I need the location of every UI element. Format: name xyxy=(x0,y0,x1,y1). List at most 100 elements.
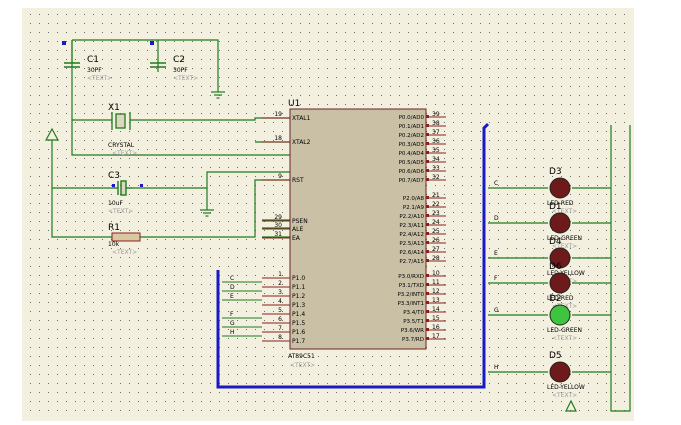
led-value: LED-GREEN xyxy=(547,327,582,334)
chip-pin-name: P1.3 xyxy=(292,302,305,309)
c2-ref: C2 xyxy=(173,55,185,65)
pin-marker xyxy=(426,124,429,127)
power-arrow-icon xyxy=(44,127,60,141)
c1-tag: <TEXT> xyxy=(87,75,112,82)
chip-pin-number: 12 xyxy=(432,288,440,295)
wires xyxy=(51,39,290,238)
led-tag: <TEXT> xyxy=(552,243,577,250)
pin-marker xyxy=(112,184,115,187)
chip-pin-number: 17 xyxy=(432,333,440,340)
wire-power-left xyxy=(51,140,112,238)
pin-marker xyxy=(140,184,143,187)
led-bulb-icon xyxy=(549,304,571,326)
chip-pin-name: P2.5/A13 xyxy=(399,241,424,247)
chip-pin-number: 24 xyxy=(432,219,440,226)
pin-marker xyxy=(62,41,66,45)
chip-pin-number: 2 xyxy=(278,280,282,287)
pin-marker xyxy=(426,223,429,226)
led-bulb-icon xyxy=(549,272,571,294)
bus-line xyxy=(216,122,490,389)
chip-pin-name: P0.6/AD6 xyxy=(399,169,425,175)
led-tag: <TEXT> xyxy=(552,208,577,215)
pin-marker xyxy=(426,232,429,235)
pin-marker xyxy=(426,292,429,295)
resistor-r1-symbol xyxy=(111,232,141,242)
chip-pin-name: P1.6 xyxy=(292,329,305,336)
chip-part: AT89C51 xyxy=(288,353,315,360)
led-ref: D1 xyxy=(549,202,562,212)
chip-pin-number: 5 xyxy=(278,307,282,314)
chip-pin-name: EA xyxy=(292,235,301,242)
r1-value: 10k xyxy=(108,241,120,248)
chip-pin-number: 35 xyxy=(432,147,440,154)
chip-pin-name: P1.1 xyxy=(292,284,305,291)
c3-ref: C3 xyxy=(108,171,120,181)
c3-value: 10uF xyxy=(108,200,123,207)
led-bulb-icon xyxy=(549,177,571,199)
x1-value: CRYSTAL xyxy=(108,142,135,149)
chip-pin-name: P3.3/INT1 xyxy=(397,301,424,307)
pin-marker xyxy=(426,196,429,199)
pin-marker xyxy=(426,283,429,286)
chip-ref: U1 xyxy=(288,99,300,109)
led-value: LED-RED xyxy=(547,295,574,302)
chip-pin-name: P3.1/TXD xyxy=(399,283,424,289)
pin-marker xyxy=(426,328,429,331)
bus-net-label: H xyxy=(494,364,499,371)
chip-pin-name: P0.2/AD2 xyxy=(399,133,424,139)
chip-pin-number: 1 xyxy=(278,271,282,278)
chip-pin-name: P3.5/T1 xyxy=(403,319,424,325)
chip-pin-name: P3.6/WR xyxy=(401,328,424,334)
chip-pin-number: 27 xyxy=(432,246,440,253)
pin-marker xyxy=(426,214,429,217)
pin-marker xyxy=(426,250,429,253)
chip-pin-number: 32 xyxy=(432,174,440,181)
wire-crystal-bot xyxy=(71,120,290,156)
led-return-wire xyxy=(610,125,631,412)
power-arrow-icon xyxy=(565,399,577,412)
c3-tag: <TEXT> xyxy=(108,208,133,215)
capacitor-c3-symbol xyxy=(112,180,132,196)
chip-pin-number: 11 xyxy=(432,279,440,286)
mcu-at89c51: U1AT89C51<TEXT>19XTAL118XTAL29RST29PSEN3… xyxy=(262,99,446,369)
pin-marker xyxy=(426,115,429,118)
grid-dots xyxy=(30,14,625,411)
chip-pin-number: 14 xyxy=(432,306,440,313)
led-bulb-icon xyxy=(549,212,571,234)
pin-marker xyxy=(426,241,429,244)
chip-pin-number: 3 xyxy=(278,289,282,296)
chip-pin-number: 26 xyxy=(432,237,440,244)
bus-net-label: D xyxy=(230,284,235,291)
chip-pin-number: 29 xyxy=(274,214,282,221)
bus-net-label: H xyxy=(230,329,235,336)
pin-marker xyxy=(426,169,429,172)
led-value: LED-YELLOW xyxy=(547,270,585,277)
led-ref: D3 xyxy=(549,167,562,177)
bus-net-label: F xyxy=(494,275,498,282)
pin-marker xyxy=(426,151,429,154)
chip-pin-number: 18 xyxy=(274,135,282,142)
chip-pin-name: PSEN xyxy=(292,218,308,225)
c2-tag: <TEXT> xyxy=(173,75,198,82)
chip-pin-name: P2.0/A8 xyxy=(403,196,425,202)
c2-value: 30PF xyxy=(173,67,188,74)
led-ref: D6 xyxy=(549,262,562,272)
chip-pin-name: P0.0/AD0 xyxy=(399,115,425,121)
chip-pin-number: 4 xyxy=(278,298,282,305)
crystal-x1-symbol xyxy=(111,112,131,130)
chip-tag: <TEXT> xyxy=(290,362,315,369)
chip-pin-name: ALE xyxy=(292,226,303,233)
chip-pin-number: 36 xyxy=(432,138,440,145)
chip-pin-number: 19 xyxy=(274,111,282,118)
chip-pin-name: P0.7/AD7 xyxy=(399,178,425,184)
chip-pin-number: 22 xyxy=(432,201,440,208)
pin-marker xyxy=(426,301,429,304)
bus-net-label: F xyxy=(230,311,234,318)
chip-pin-name: XTAL1 xyxy=(292,115,311,122)
